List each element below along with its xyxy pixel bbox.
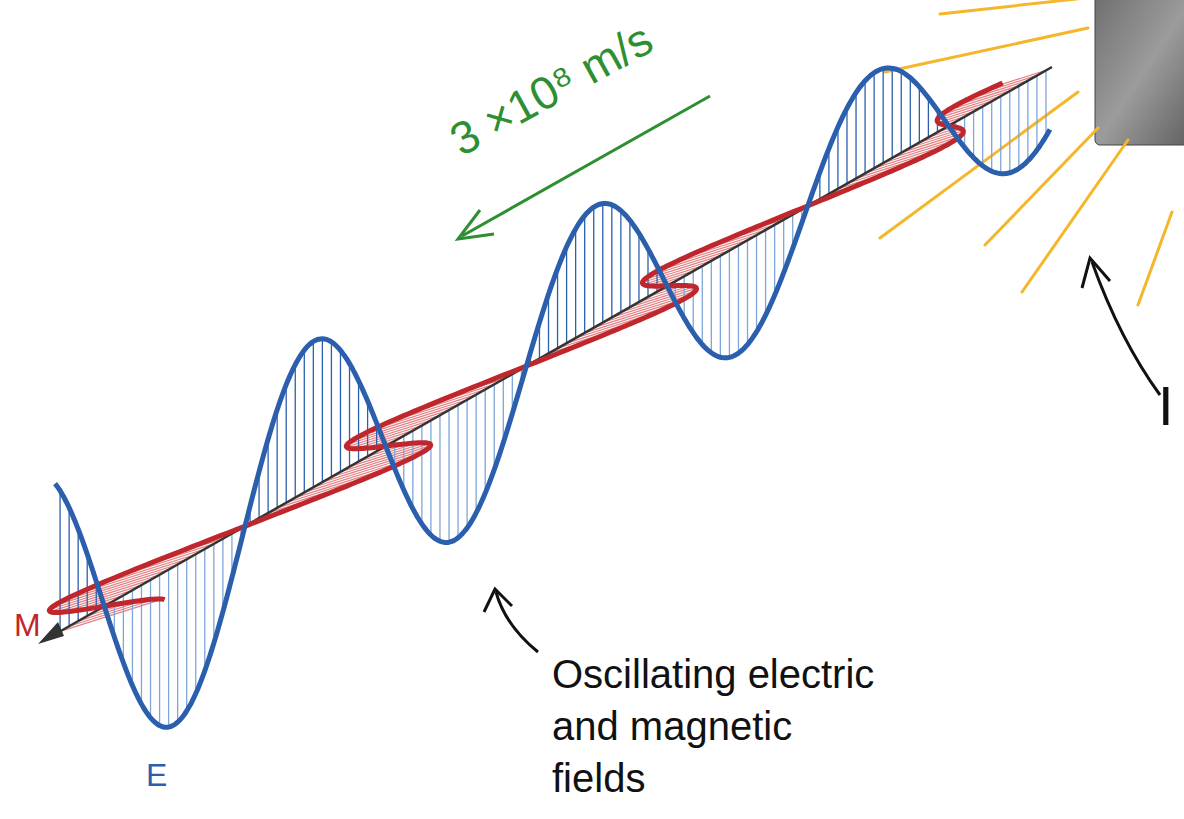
field-vector (620, 211, 621, 313)
field-vector (756, 235, 757, 332)
field-vector (892, 68, 893, 158)
speed-label: 3 ×10⁸ m/s (441, 11, 663, 167)
field-vector (1027, 81, 1028, 161)
source-label: I (1158, 372, 1174, 439)
field-vector (349, 364, 350, 467)
magnetic-symbol: M (14, 606, 41, 644)
field-vector (693, 271, 694, 333)
field-vector (1045, 70, 1046, 136)
field-vector (494, 384, 495, 469)
field-vector (846, 108, 847, 183)
field-vector (213, 544, 214, 643)
field-vector (919, 87, 920, 143)
field-vector (186, 559, 187, 711)
light-ray (885, 28, 1088, 72)
field-vector (313, 341, 314, 487)
field-note: Oscillating electric and magnetic fields (552, 648, 882, 804)
field-vector (267, 439, 268, 513)
field-vector (304, 350, 305, 492)
field-vector (78, 529, 79, 621)
field-vector (448, 410, 449, 542)
field-vector (457, 405, 458, 538)
field-vector (602, 204, 603, 323)
field-vector (322, 339, 323, 482)
field-vector (901, 71, 902, 152)
field-vector (466, 400, 467, 528)
field-vector (702, 266, 703, 345)
field-vector (439, 415, 440, 541)
axis-arrowhead (38, 622, 64, 644)
field-vector (774, 225, 775, 296)
field-vector (132, 590, 133, 685)
field-vector (910, 78, 911, 148)
field-vector (1018, 86, 1019, 169)
field-vector (765, 230, 766, 315)
field-vector (991, 101, 992, 171)
field-vector (575, 229, 576, 338)
field-vector (711, 261, 712, 353)
leader-arrowhead (484, 589, 512, 612)
field-vector (430, 420, 431, 535)
field-vector (593, 207, 594, 328)
field-vector (168, 570, 169, 727)
field-vector (1009, 91, 1010, 173)
leader-arrowhead (1082, 258, 1110, 288)
field-vector (747, 240, 748, 344)
field-vector (177, 564, 178, 722)
field-vector (837, 127, 838, 189)
field-vector (331, 342, 332, 477)
speed-arrowhead (458, 210, 494, 239)
field-vector (1036, 75, 1037, 150)
field-vector (873, 73, 874, 168)
field-vector (729, 250, 730, 357)
magnetic-wave (49, 83, 1002, 613)
electric-wave (55, 68, 1050, 727)
field-vector (485, 389, 486, 493)
field-vector (738, 245, 739, 353)
field-vector (647, 249, 648, 297)
field-vector (68, 508, 69, 627)
light-source (1095, 0, 1184, 145)
field-vector (629, 220, 630, 307)
field-vector (557, 269, 558, 349)
electric-symbol: E (146, 756, 167, 794)
field-vector (928, 98, 929, 137)
leader-arrow (1092, 262, 1160, 395)
field-vector (720, 256, 721, 358)
leader-arrow (496, 592, 538, 652)
field-vector (611, 205, 612, 318)
light-ray (940, 0, 1085, 14)
field-vector (63, 564, 178, 600)
field-vector (982, 106, 983, 165)
field-vector (295, 365, 296, 498)
field-vector (340, 350, 341, 472)
field-vector (1000, 96, 1001, 174)
field-vector (475, 395, 476, 513)
field-vector (286, 385, 287, 503)
propagation-axis (52, 67, 1052, 636)
field-vector (566, 247, 567, 343)
field-vector (195, 554, 196, 693)
field-vector (855, 93, 856, 179)
field-vector (584, 216, 585, 333)
field-vector (638, 233, 639, 302)
field-vector (883, 69, 884, 163)
field-vector (973, 111, 974, 157)
light-ray (1022, 140, 1128, 292)
field-vector (864, 81, 865, 173)
field-vector (204, 549, 205, 671)
field-vector (277, 410, 278, 508)
light-ray (1138, 212, 1172, 305)
